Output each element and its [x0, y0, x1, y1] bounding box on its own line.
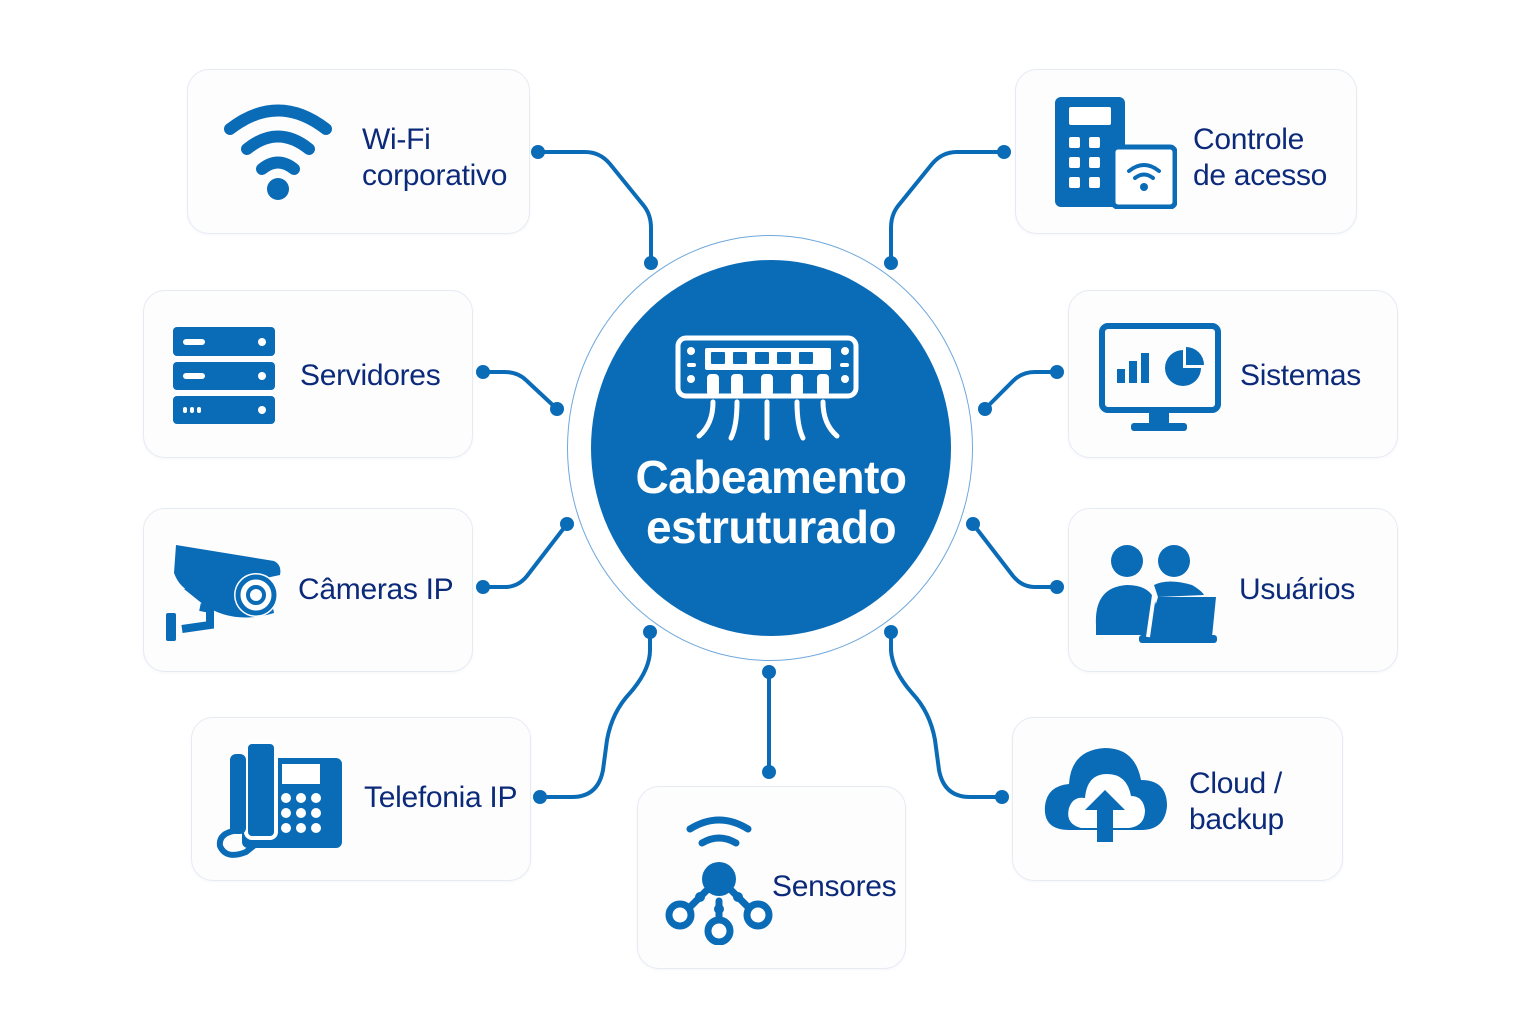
connector-dot	[978, 402, 992, 416]
connector-phone	[538, 630, 652, 799]
node-label-cameras: Câmeras IP	[298, 573, 454, 606]
hub-title-line1: Cabeamento	[635, 451, 907, 503]
connector-wifi	[536, 150, 653, 265]
monitor-chart-icon	[1099, 323, 1221, 431]
connector-dot	[531, 145, 545, 159]
patch-panel-icon	[675, 335, 859, 441]
hub-circle	[591, 260, 951, 636]
connector-dot	[995, 790, 1009, 804]
connector-servers	[481, 370, 559, 411]
users-laptop-icon	[1095, 545, 1217, 643]
node-card-cloud[interactable]: Cloud / backup	[1012, 717, 1343, 881]
node-label-access: Controle de acesso	[1193, 123, 1328, 192]
node-card-wifi[interactable]: Wi-Fi corporativo	[187, 69, 530, 234]
connector-dot	[560, 517, 574, 531]
node-card-access[interactable]: Controle de acesso	[1015, 69, 1357, 234]
node-card-servers[interactable]: Servidores	[143, 290, 473, 458]
connector-dot	[550, 402, 564, 416]
connector-users	[971, 522, 1059, 589]
ip-phone-icon	[216, 740, 342, 858]
connector-cameras	[481, 522, 569, 589]
connector-dot	[762, 765, 776, 779]
access-control-keypad-icon	[1055, 97, 1177, 209]
cloud-upload-icon	[1044, 748, 1167, 842]
security-camera-icon	[166, 545, 281, 641]
node-label-users: Usuários	[1239, 573, 1355, 606]
node-label-sensors: Sensores	[772, 870, 897, 903]
connector-access	[889, 150, 1006, 265]
hub-ring	[567, 235, 973, 661]
connector-dot	[643, 625, 657, 639]
node-label-cloud: Cloud / backup	[1189, 767, 1284, 836]
connector-dot	[884, 256, 898, 270]
connector-systems	[983, 370, 1059, 411]
node-label-wifi: Wi-Fi corporativo	[362, 123, 508, 192]
wifi-icon	[224, 104, 332, 200]
node-card-users[interactable]: Usuários	[1068, 508, 1398, 672]
hub-title: Cabeamento estruturado	[591, 452, 951, 552]
node-label-servers: Servidores	[300, 359, 441, 392]
node-card-sensors[interactable]: Sensores	[637, 786, 906, 969]
connector-dot	[1050, 580, 1064, 594]
connector-dot	[476, 365, 490, 379]
connector-dot	[644, 256, 658, 270]
node-label-phone: Telefonia IP	[364, 781, 518, 814]
node-card-cameras[interactable]: Câmeras IP	[143, 508, 473, 672]
connector-dot	[997, 145, 1011, 159]
connector-dot	[533, 790, 547, 804]
server-rack-icon	[173, 327, 275, 424]
connector-dot	[476, 580, 490, 594]
node-card-phone[interactable]: Telefonia IP	[191, 717, 531, 881]
connector-dot	[762, 665, 776, 679]
connector-dot	[884, 625, 898, 639]
node-card-systems[interactable]: Sistemas	[1068, 290, 1398, 458]
iot-sensor-icon	[665, 816, 773, 945]
node-label-systems: Sistemas	[1240, 359, 1361, 392]
hub-title-line2: estruturado	[645, 501, 897, 553]
connector-dot	[1050, 365, 1064, 379]
connector-dot	[966, 517, 980, 531]
connector-cloud	[889, 630, 1004, 799]
